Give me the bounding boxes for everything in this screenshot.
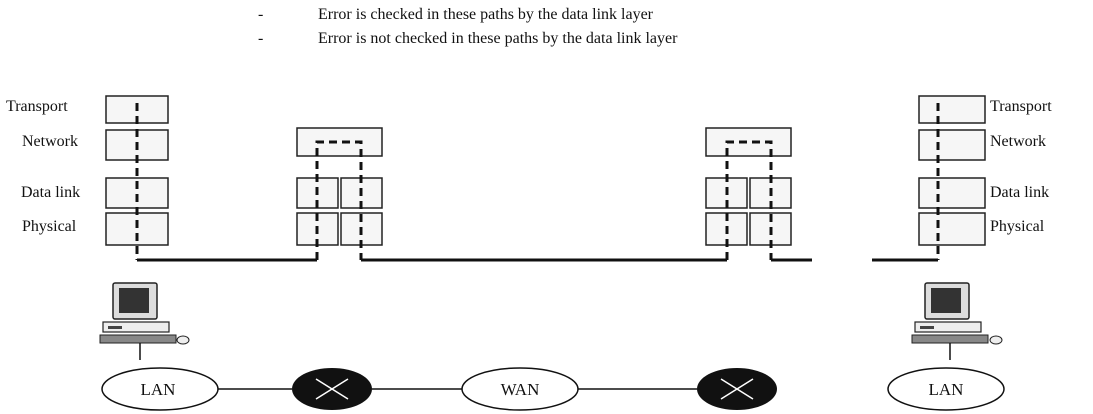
right-computer-icon (911, 282, 1003, 360)
right-lan-label: LAN (929, 380, 964, 399)
left-lan-cloud: LAN (101, 367, 219, 411)
left-layer-label-physical: Physical (22, 218, 77, 235)
router-1-network-box (296, 127, 383, 157)
right-layer-label-physical: Physical (990, 218, 1045, 235)
left-layer-label-data-link: Data link (21, 184, 81, 201)
right-layer-label-transport: Transport (990, 98, 1052, 115)
left-computer-icon (99, 282, 190, 360)
data-path-lines (135, 103, 940, 262)
right-physical-box (918, 212, 986, 246)
wan-cloud: WAN (461, 367, 579, 411)
right-transport-box (918, 95, 986, 124)
router-2-stack (705, 127, 792, 246)
router-2-icon (697, 368, 777, 410)
left-lan-label: LAN (141, 380, 176, 399)
router-2-network-box (705, 127, 792, 157)
right-layer-label-network: Network (990, 133, 1046, 150)
router-1-path (315, 140, 363, 260)
legend-marker-not-checked: - (258, 30, 264, 47)
right-host-stack (918, 95, 986, 246)
router-1-icon (292, 368, 372, 410)
legend-marker-checked: - (258, 6, 264, 23)
legend-text-not-checked: Error is not checked in these paths by t… (318, 30, 678, 47)
right-lan-cloud: LAN (887, 367, 1005, 411)
right-layer-label-data-link: Data link (990, 184, 1050, 201)
right-network-box (918, 129, 986, 161)
router-2-path (725, 140, 773, 260)
wan-label: WAN (501, 380, 540, 399)
left-layer-label-network: Network (22, 133, 78, 150)
left-layer-label-transport: Transport (6, 98, 68, 115)
router-1-stack (296, 127, 383, 246)
right-data-link-box (918, 177, 986, 209)
legend-text-checked: Error is checked in these paths by the d… (318, 6, 653, 23)
